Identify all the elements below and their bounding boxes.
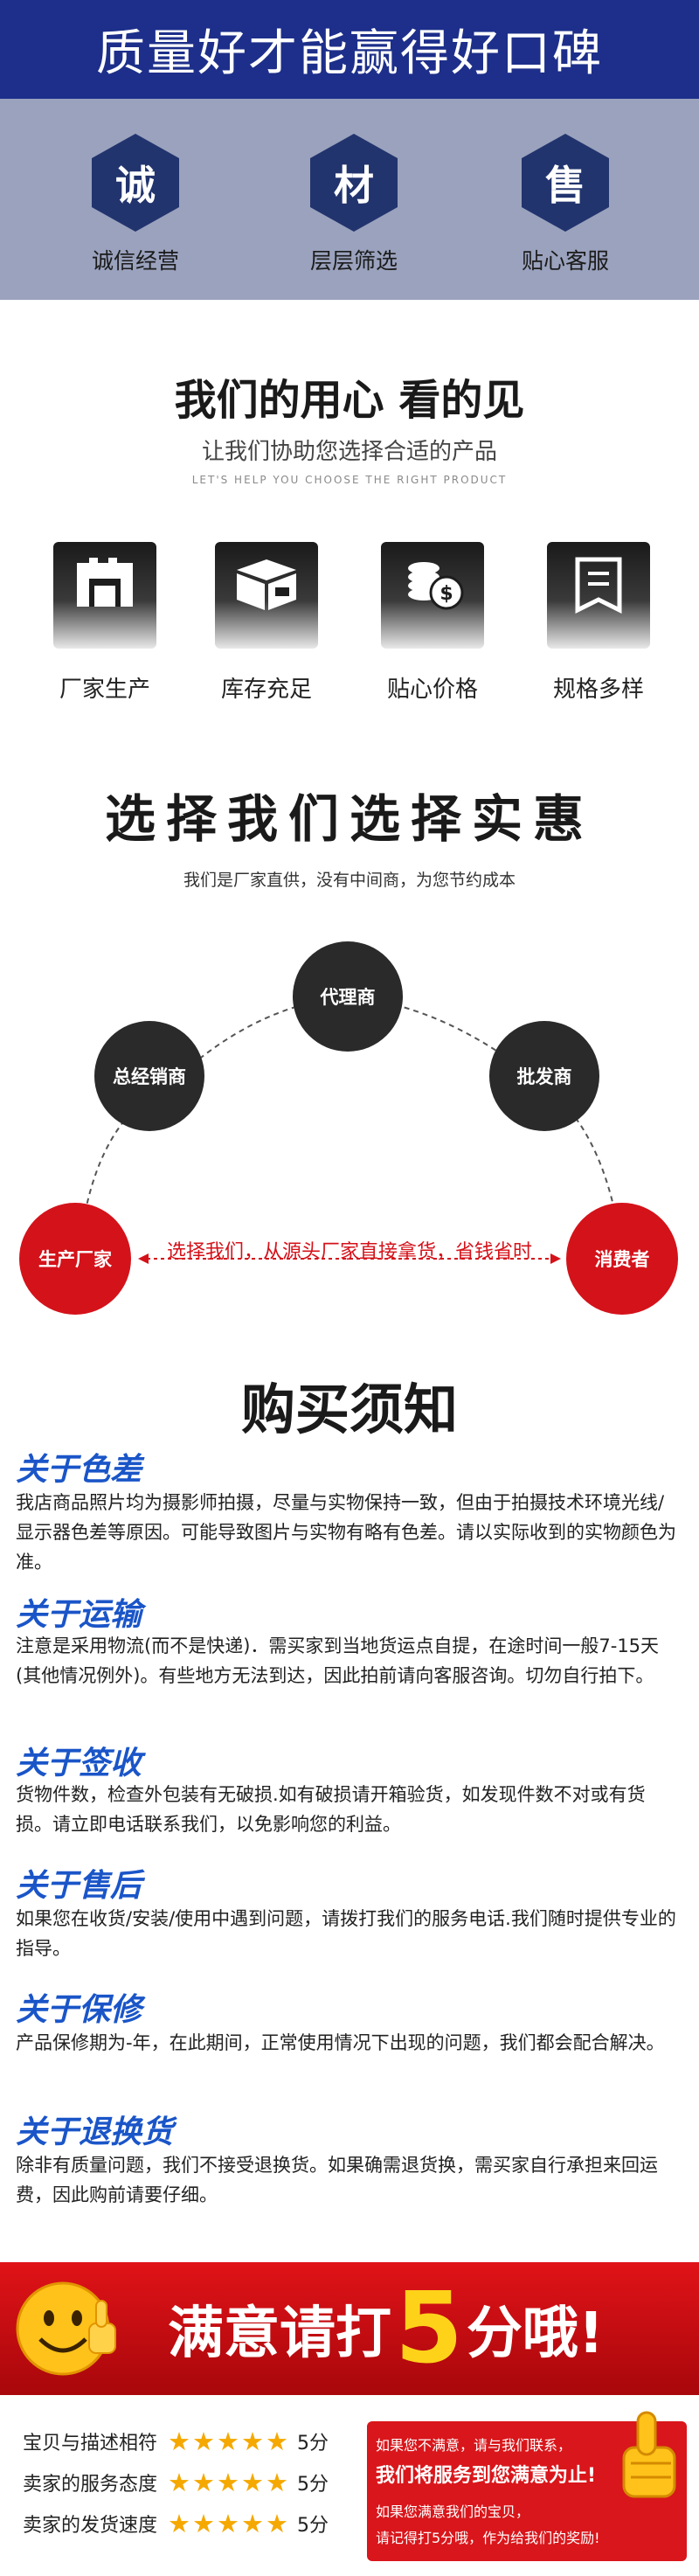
direct-supply-text: 选择我们，从源头厂家直接拿货，省钱省时: [166, 1241, 532, 1263]
factory-icon: [53, 542, 156, 649]
promise-strip: 诚 诚信经营 材 层层筛选 售 贴心客服: [0, 99, 699, 300]
star-rating: ★★★★★: [168, 2426, 290, 2456]
star-icon: ★: [266, 2508, 289, 2538]
promise-material: 材 层层筛选: [280, 134, 428, 275]
star-icon: ★: [217, 2426, 240, 2456]
promise-label: 诚信经营: [91, 248, 179, 274]
star-icon: ★: [217, 2467, 240, 2497]
notice-heading: 关于运输: [16, 1597, 142, 1633]
star-icon: ★: [241, 2467, 265, 2497]
choose-title: 选择我们选择实惠: [104, 789, 594, 849]
node-general-distributor: 总经销商: [94, 1021, 204, 1131]
star-icon: ★: [241, 2508, 265, 2538]
feature-label: 厂家生产: [59, 677, 150, 703]
spec-icon: [547, 542, 650, 649]
hexagon-icon: 材: [310, 134, 398, 232]
header-title: 质量好才能赢得好口碑: [96, 25, 603, 82]
promise-service: 售 贴心客服: [491, 134, 640, 275]
node-wholesaler: 批发商: [489, 1021, 599, 1131]
star-icon: ★: [266, 2467, 289, 2497]
notice-title: 购买须知: [240, 1378, 458, 1441]
notice-heading: 关于退换货: [16, 2114, 174, 2150]
header-banner: 质量好才能赢得好口碑: [0, 0, 699, 99]
feature-label: 库存充足: [220, 677, 312, 703]
notice-heading: 关于签收: [16, 1746, 142, 1781]
rating-row-description: 宝贝与描述相符 ★★★★★ 5分: [23, 2426, 329, 2456]
banner-score: 5: [395, 2272, 463, 2385]
feature-spec: 规格多样: [542, 542, 655, 704]
hexagon-icon: 诚: [92, 134, 179, 232]
star-rating: ★★★★★: [168, 2467, 290, 2497]
thumbs-up-smiley-icon: [16, 2281, 116, 2376]
box-icon: [215, 542, 318, 649]
notice-body: 我店商品照片均为摄影师拍摄，尽量与实物保持一致，但由于拍摄技术环境光线/显示器色…: [16, 1492, 676, 1573]
promise-label: 贴心客服: [521, 248, 609, 274]
notice-heading: 关于保修: [16, 1992, 142, 2028]
star-icon: ★: [192, 2508, 216, 2538]
star-rating: ★★★★★: [168, 2508, 290, 2538]
feature-label: 贴心价格: [386, 677, 478, 703]
star-icon: ★: [168, 2467, 191, 2497]
care-english-subtitle: LET'S HELP YOU CHOOSE THE RIGHT PRODUCT: [191, 474, 508, 486]
hexagon-icon: 售: [522, 134, 609, 232]
notice-body: 除非有质量问题，我们不接受退换货。如果确需退货换，需买家自行承担来回运费，因此购…: [16, 2155, 658, 2205]
svg-text:$: $: [439, 583, 453, 605]
choose-subtitle: 我们是厂家直供，没有中间商，为您节约成本: [183, 871, 516, 890]
care-subtitle: 让我们协助您选择合适的产品: [201, 439, 497, 465]
feature-label: 规格多样: [552, 677, 644, 703]
notice-heading: 关于售后: [16, 1868, 142, 1904]
star-icon: ★: [168, 2426, 191, 2456]
rating-row-service: 卖家的服务态度 ★★★★★ 5分: [23, 2467, 329, 2497]
promise-honesty: 诚 诚信经营: [61, 134, 210, 275]
notice-body: 注意是采用物流(而不是快递)．需买家到当地货运点自提，在途时间一般7-15天 (…: [16, 1635, 660, 1686]
rating-row-shipping: 卖家的发货速度 ★★★★★ 5分: [23, 2508, 329, 2538]
promise-label: 层层筛选: [309, 248, 398, 274]
notice-body: 如果您在收货/安装/使用中遇到问题，请拨打我们的服务电话.我们随时提供专业的指导…: [16, 1908, 676, 1959]
node-agent: 代理商: [293, 941, 403, 1052]
star-icon: ★: [192, 2426, 216, 2456]
star-icon: ★: [168, 2508, 191, 2538]
care-title: 我们的用心 看的见: [174, 376, 525, 425]
thumbs-up-icon: [622, 2411, 676, 2498]
star-icon: ★: [241, 2426, 265, 2456]
coins-icon: $: [381, 542, 484, 649]
notice-body: 货物件数，检查外包装有无破损.如有破损请开箱验货，如发现件数不对或有货损。请立即…: [16, 1784, 646, 1835]
feature-factory: 厂家生产: [48, 542, 162, 704]
star-icon: ★: [192, 2467, 216, 2497]
notice-body: 产品保修期为-年，在此期间，正常使用情况下出现的问题，我们都会配合解决。: [16, 2032, 665, 2053]
node-manufacturer: 生产厂家: [19, 1203, 131, 1315]
feature-price: $ 贴心价格: [376, 542, 489, 704]
star-icon: ★: [266, 2426, 289, 2456]
node-consumer: 消费者: [566, 1203, 678, 1315]
star-icon: ★: [217, 2508, 240, 2538]
notice-heading: 关于色差: [16, 1452, 142, 1488]
feature-stock: 库存充足: [210, 542, 323, 704]
